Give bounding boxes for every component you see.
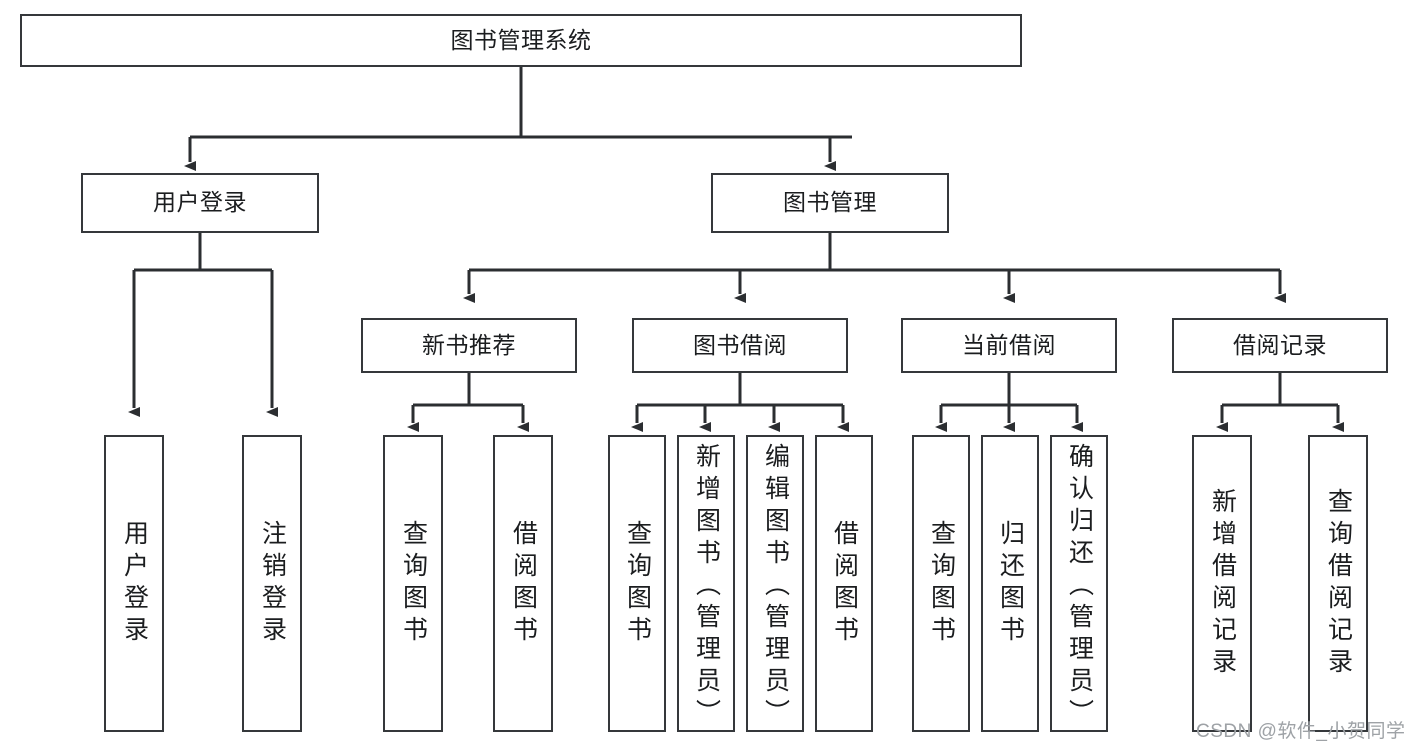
node-leaf-query-book-2-label: 查询图书 (623, 519, 652, 648)
node-book-manage-label: 图书管理 (783, 189, 877, 216)
node-leaf-add-book-admin[interactable]: 新增图书（管理员） (677, 435, 735, 732)
node-new-book-recommend-label: 新书推荐 (422, 331, 516, 358)
node-leaf-query-book-3-label: 查询图书 (927, 519, 956, 648)
node-leaf-add-borrow-record-label: 新增借阅记录 (1208, 487, 1237, 680)
node-leaf-logout-login[interactable]: 注销登录 (242, 435, 302, 732)
node-leaf-confirm-return-admin-label: 确认归还（管理员） (1065, 443, 1094, 731)
node-borrow-record[interactable]: 借阅记录 (1172, 318, 1388, 373)
node-current-borrow-label: 当前借阅 (962, 331, 1056, 358)
node-book-borrow-label: 图书借阅 (693, 331, 787, 358)
node-book-manage[interactable]: 图书管理 (711, 173, 949, 233)
node-root[interactable]: 图书管理系统 (20, 14, 1022, 67)
node-leaf-edit-book-admin[interactable]: 编辑图书（管理员） (746, 435, 804, 732)
node-borrow-record-label: 借阅记录 (1233, 331, 1327, 358)
node-leaf-query-borrow-record[interactable]: 查询借阅记录 (1308, 435, 1368, 732)
node-user-login[interactable]: 用户登录 (81, 173, 319, 233)
node-user-login-label: 用户登录 (153, 189, 247, 216)
node-leaf-query-book-1[interactable]: 查询图书 (383, 435, 443, 732)
node-leaf-edit-book-admin-label: 编辑图书（管理员） (761, 443, 790, 731)
node-leaf-user-login[interactable]: 用户登录 (104, 435, 164, 732)
node-leaf-borrow-book-2[interactable]: 借阅图书 (815, 435, 873, 732)
node-leaf-add-borrow-record[interactable]: 新增借阅记录 (1192, 435, 1252, 732)
node-leaf-borrow-book-1[interactable]: 借阅图书 (493, 435, 553, 732)
node-leaf-return-book[interactable]: 归还图书 (981, 435, 1039, 732)
node-leaf-return-book-label: 归还图书 (996, 519, 1025, 648)
node-root-label: 图书管理系统 (450, 26, 592, 53)
node-leaf-query-book-2[interactable]: 查询图书 (608, 435, 666, 732)
csdn-watermark: CSDN @软件_小贺同学 (1196, 721, 1405, 742)
node-current-borrow[interactable]: 当前借阅 (901, 318, 1117, 373)
node-leaf-user-login-label: 用户登录 (120, 519, 149, 648)
node-leaf-query-book-1-label: 查询图书 (399, 519, 428, 648)
node-leaf-confirm-return-admin[interactable]: 确认归还（管理员） (1050, 435, 1108, 732)
node-book-borrow[interactable]: 图书借阅 (632, 318, 848, 373)
node-leaf-borrow-book-2-label: 借阅图书 (830, 519, 859, 648)
node-new-book-recommend[interactable]: 新书推荐 (361, 318, 577, 373)
node-leaf-borrow-book-1-label: 借阅图书 (509, 519, 538, 648)
node-leaf-query-borrow-record-label: 查询借阅记录 (1324, 487, 1353, 680)
node-leaf-logout-login-label: 注销登录 (258, 519, 287, 648)
node-leaf-add-book-admin-label: 新增图书（管理员） (692, 443, 721, 731)
node-leaf-query-book-3[interactable]: 查询图书 (912, 435, 970, 732)
